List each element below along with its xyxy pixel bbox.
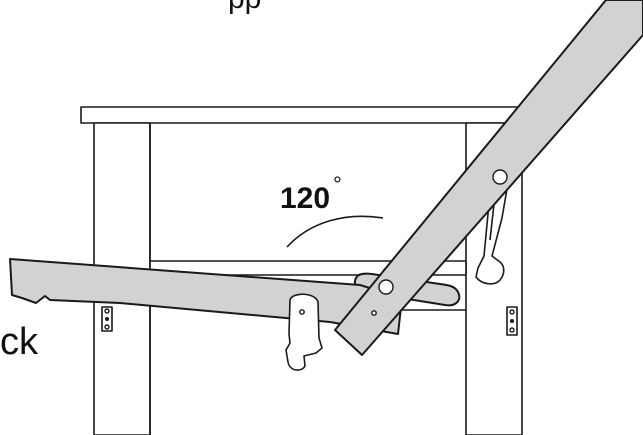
back-board [334, 0, 643, 356]
seat-hanging-bracket [285, 293, 323, 371]
back-pivot-bolt [378, 279, 394, 295]
top-partial-label: pp [228, 0, 261, 15]
angle-degree-symbol: ° [333, 172, 342, 197]
left-partial-label: ck [0, 321, 39, 363]
left-bracket-hole-1 [104, 308, 110, 314]
angle-arc [286, 215, 384, 248]
top-rail [80, 106, 536, 124]
left-bracket-hole-3 [104, 324, 110, 330]
upper-pivot-bolt [492, 169, 508, 185]
seat-bracket-hole [299, 309, 305, 315]
angle-value-label: 120 [280, 182, 330, 215]
right-bracket-hole-3 [509, 327, 515, 333]
right-bracket-hole-2 [510, 319, 514, 323]
right-bracket-hole-1 [509, 309, 515, 315]
back-pivot-small [371, 310, 377, 316]
left-bracket-hole-2 [105, 317, 109, 321]
